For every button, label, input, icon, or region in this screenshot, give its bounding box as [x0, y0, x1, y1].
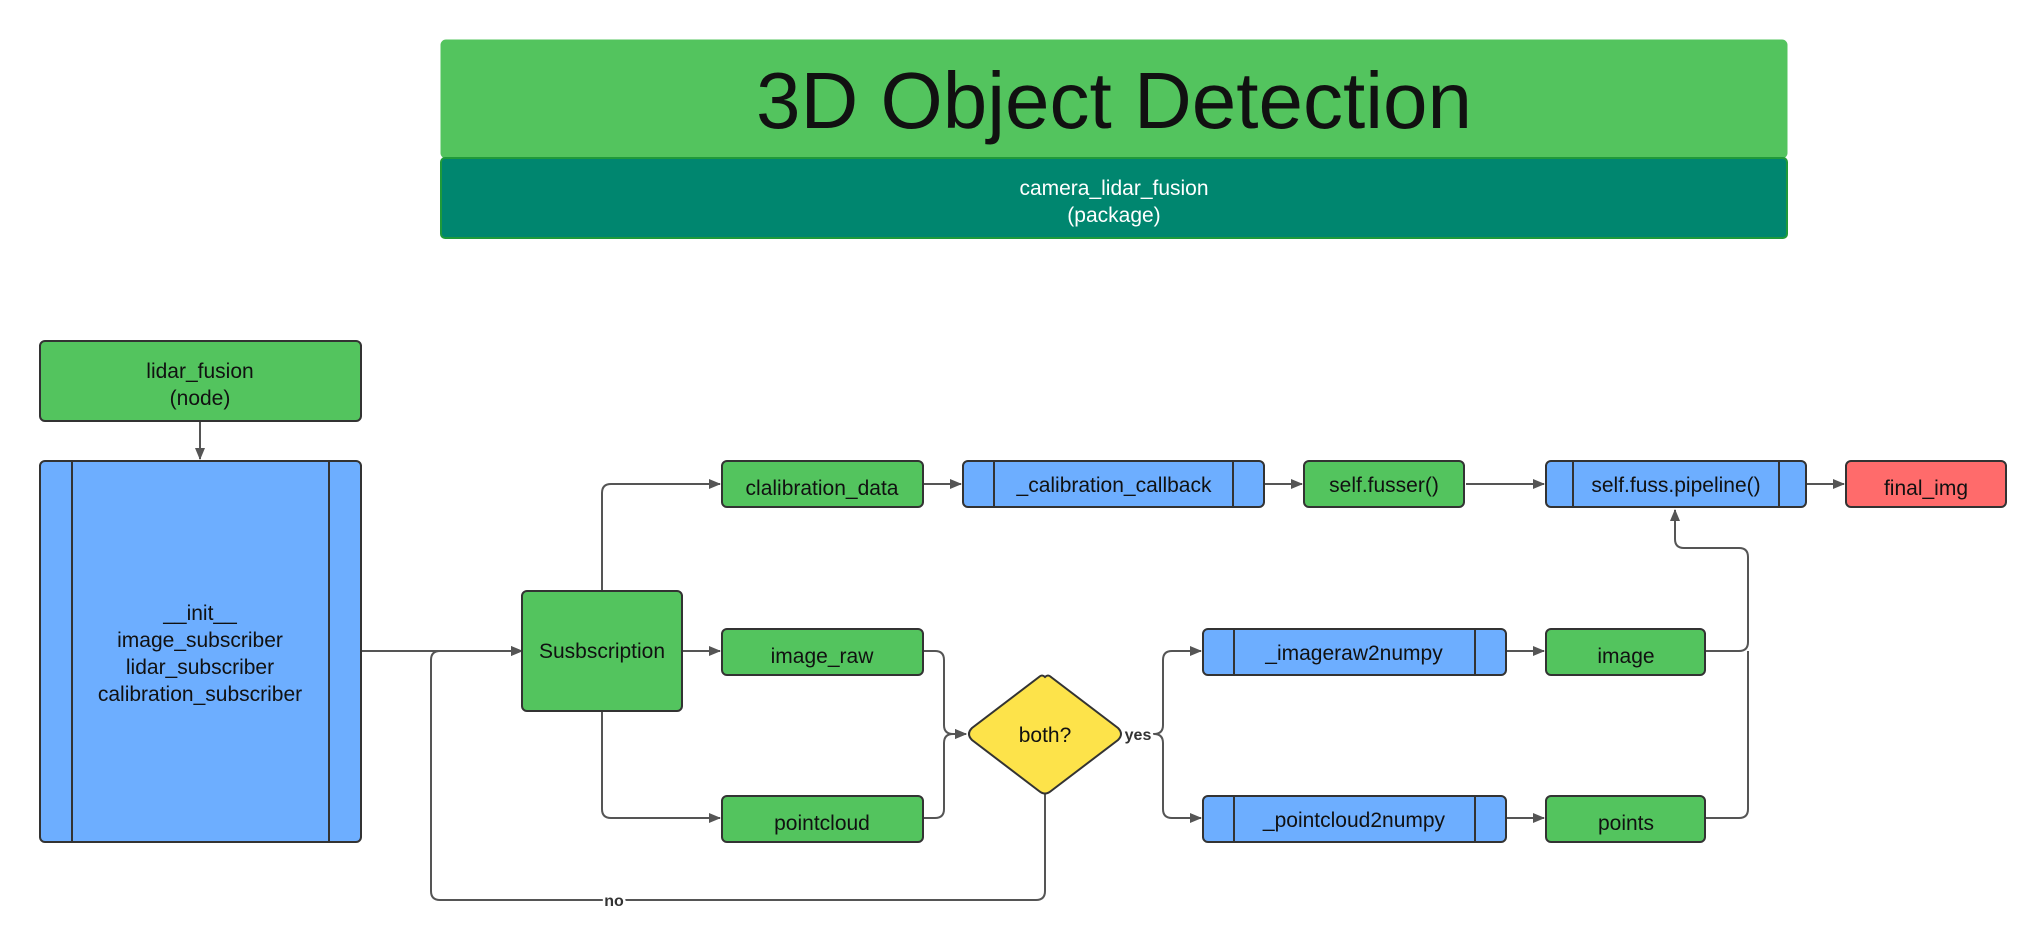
node-points-label: points	[1598, 812, 1654, 835]
node-points: points	[1545, 795, 1706, 843]
node-pipeline-box	[1545, 460, 1807, 508]
node-pointcloud-box	[721, 795, 924, 843]
node-both-label: both?	[1019, 724, 1072, 747]
node-subscription-box	[521, 590, 683, 712]
edge-label-no: no	[604, 893, 624, 910]
edge-label-yes: yes	[1125, 727, 1152, 744]
node-pointcloud2numpy-label: _pointcloud2numpy	[1262, 809, 1446, 832]
node-image-raw-label: image_raw	[771, 645, 875, 668]
edges	[195, 421, 1845, 901]
node-pointcloud-label: pointcloud	[774, 812, 870, 835]
node-pointcloud2numpy-box	[1202, 795, 1507, 843]
package-banner: camera_lidar_fusion (package)	[440, 157, 1788, 239]
edge-subscription-to-calibration-data	[601, 479, 721, 591]
node-imageraw2numpy: _imageraw2numpy	[1202, 628, 1507, 676]
node-calibration-data-label: clalibration_data	[746, 477, 899, 500]
package-kind: (package)	[1067, 204, 1160, 227]
node-lidar-fusion-box	[39, 340, 362, 422]
node-calibration-data: clalibration_data	[721, 460, 924, 508]
node-lidar-fusion: lidar_fusion (node)	[39, 340, 362, 422]
edge-image-to-pipeline	[1670, 509, 1749, 652]
diagram-title: 3D Object Detection	[756, 56, 1472, 145]
package-box	[440, 157, 1788, 239]
node-image: image	[1545, 628, 1706, 676]
node-init-line-3: lidar_subscriber	[126, 656, 274, 679]
node-imageraw2numpy-label: _imageraw2numpy	[1264, 642, 1443, 665]
node-subscription-label: Susbscription	[539, 640, 665, 663]
node-init: __init__ image_subscriber lidar_subscrib…	[39, 460, 362, 843]
node-lidar-fusion-kind: (node)	[170, 387, 231, 410]
node-init-line-1: __init__	[162, 602, 237, 625]
title-banner: 3D Object Detection	[440, 39, 1788, 159]
node-calibration-callback: _calibration_callback	[962, 460, 1265, 508]
node-calibration-callback-label: _calibration_callback	[1016, 474, 1212, 497]
node-image-raw-box	[721, 628, 924, 676]
node-pipeline-label: self.fuss.pipeline()	[1591, 474, 1760, 497]
node-pointcloud: pointcloud	[721, 795, 924, 843]
node-both-diamond	[968, 674, 1122, 795]
package-name: camera_lidar_fusion	[1019, 177, 1208, 200]
edge-image-raw-to-both	[923, 650, 967, 739]
node-calibration-callback-box	[962, 460, 1265, 508]
node-subscription: Susbscription	[521, 590, 683, 712]
node-imageraw2numpy-box	[1202, 628, 1507, 676]
node-pointcloud2numpy: _pointcloud2numpy	[1202, 795, 1507, 843]
edge-both-yes-to-imageraw2numpy	[1124, 646, 1202, 735]
edge-pointcloud-to-both	[923, 729, 967, 819]
edge-points-to-pipeline	[1705, 651, 1749, 819]
node-final-img: final_img	[1845, 460, 2007, 508]
edge-subscription-to-pointcloud	[601, 711, 721, 823]
node-image-raw: image_raw	[721, 628, 924, 676]
node-image-label: image	[1597, 645, 1654, 668]
node-lidar-fusion-name: lidar_fusion	[146, 360, 253, 383]
node-init-box	[39, 460, 362, 843]
node-both-decision: both?	[968, 674, 1122, 795]
node-pipeline: self.fuss.pipeline()	[1545, 460, 1807, 508]
node-init-line-2: image_subscriber	[117, 629, 283, 652]
node-calibration-data-box	[721, 460, 924, 508]
node-final-img-box	[1845, 460, 2007, 508]
node-image-box	[1545, 628, 1706, 676]
node-init-line-4: calibration_subscriber	[98, 683, 302, 706]
node-fusser-label: self.fusser()	[1329, 474, 1439, 497]
node-points-box	[1545, 795, 1706, 843]
node-fusser-box	[1303, 460, 1465, 508]
edge-both-yes-to-pointcloud2numpy	[1124, 733, 1202, 823]
edge-both-no-loop-to-subscription	[430, 646, 1046, 901]
node-final-img-label: final_img	[1884, 477, 1968, 500]
node-fusser: self.fusser()	[1303, 460, 1465, 508]
